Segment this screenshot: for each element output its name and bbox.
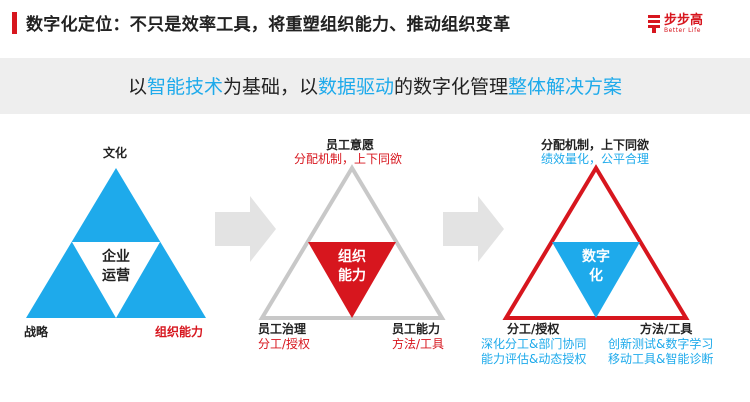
t3-top-title: 分配机制，上下同欲 — [541, 138, 649, 153]
t1-top-label: 文化 — [103, 146, 127, 161]
t2-right-title: 员工能力 — [392, 322, 440, 337]
t3-left-sub1: 深化分工&部门协同 — [481, 337, 586, 352]
t2-center-text: 组织 能力 — [332, 248, 372, 286]
t3-right-title: 方法/工具 — [640, 322, 692, 337]
arrow-right-1 — [215, 196, 276, 262]
t3-left-title: 分工/授权 — [507, 322, 559, 337]
t2-left-sub: 分工/授权 — [258, 337, 310, 352]
t2-top-sub: 分配机制，上下同欲 — [294, 152, 402, 167]
t2-center-line: 组织 — [332, 248, 372, 267]
t3-top-sub: 绩效量化，公平合理 — [541, 152, 649, 167]
t1-center-text: 企业 运营 — [96, 248, 136, 286]
t2-top-title: 员工意愿 — [326, 138, 374, 153]
t1-right-label: 组织能力 — [155, 325, 203, 340]
t1-left-label: 战略 — [24, 325, 48, 340]
t2-center-line: 能力 — [332, 267, 372, 286]
t3-center-text: 数字 化 — [576, 248, 616, 286]
t3-right-sub1: 创新测试&数字学习 — [608, 337, 713, 352]
t3-left-sub2: 能力评估&动态授权 — [481, 352, 586, 367]
t3-right-sub2: 移动工具&智能诊断 — [608, 352, 713, 367]
arrow-right-2 — [443, 196, 504, 262]
t1-center-line: 运营 — [96, 267, 136, 286]
t3-center-line: 化 — [576, 267, 616, 286]
t2-right-sub: 方法/工具 — [392, 337, 444, 352]
t2-left-title: 员工治理 — [258, 322, 306, 337]
t3-center-line: 数字 — [576, 248, 616, 267]
t1-center-line: 企业 — [96, 248, 136, 267]
